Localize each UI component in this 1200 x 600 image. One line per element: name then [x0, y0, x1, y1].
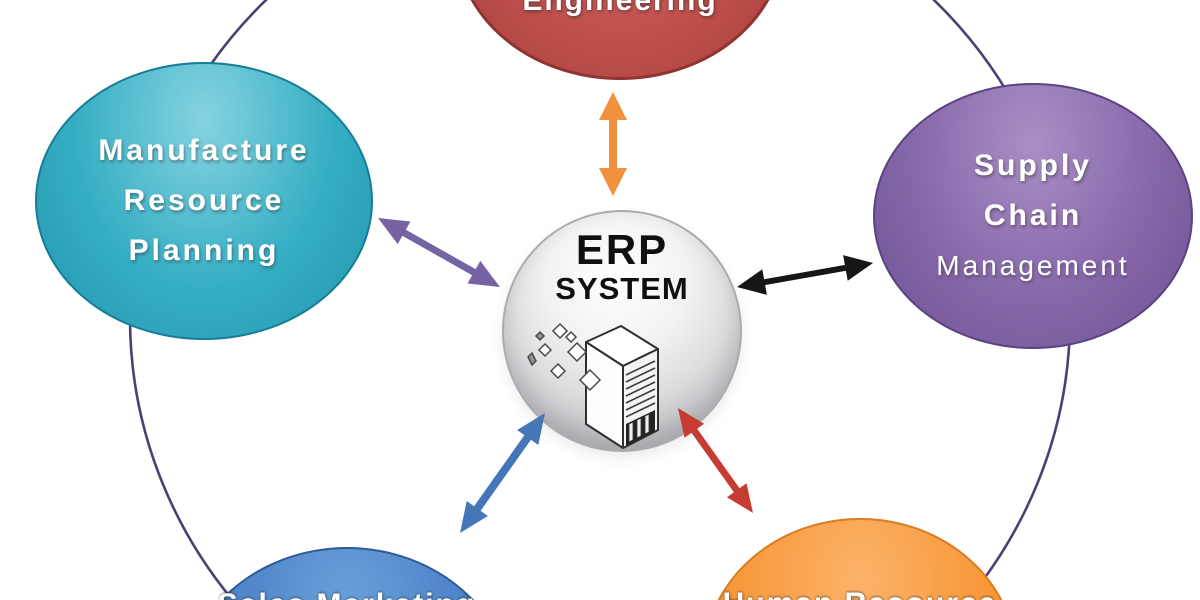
node-engineering-label: Engineering [522, 0, 718, 17]
arrow-shaft [687, 423, 744, 498]
node-mrp-label-line3: Planning [128, 234, 280, 267]
node-mrp-label-line1: Manufacture [98, 134, 310, 167]
node-sales-marketing: Sales Marketing [182, 547, 512, 600]
double-arrow-left-icon [378, 218, 500, 287]
arrow-head [599, 92, 627, 120]
node-scm-label-line1: Supply [973, 149, 1092, 182]
node-sales-marketing-label: Sales Marketing [184, 587, 510, 600]
node-supply-chain-management: Supply Chain Management [873, 83, 1193, 349]
node-mrp-label-line2: Resource [123, 184, 285, 217]
arrow-head [467, 260, 500, 287]
node-human-resource-label: Human Resource [705, 586, 1015, 600]
erp-sphere: ERP SYSTEM [502, 210, 742, 452]
arrow-shaft [397, 226, 481, 279]
node-scm-label-line3: Management [936, 250, 1130, 281]
double-arrow-right-icon [737, 255, 873, 295]
arrow-head [737, 269, 767, 295]
double-arrow-bottom-left-icon [460, 413, 545, 533]
arrow-head [726, 483, 753, 513]
arrow-head [460, 501, 488, 533]
arrow-shaft [470, 430, 535, 516]
node-engineering: Engineering [455, 0, 785, 80]
arrow-head [378, 218, 411, 245]
erp-subtitle: SYSTEM [555, 271, 689, 306]
node-scm-label-line2: Chain [983, 199, 1083, 232]
erp-title: ERP [575, 226, 669, 273]
node-manufacture-resource-planning: Manufacture Resource Planning [35, 62, 373, 340]
arrow-head [599, 168, 627, 196]
arrow-head [843, 255, 873, 281]
node-human-resource: Human Resource [703, 518, 1017, 600]
double-arrow-top-icon [599, 92, 627, 196]
arrow-shaft [758, 263, 852, 287]
